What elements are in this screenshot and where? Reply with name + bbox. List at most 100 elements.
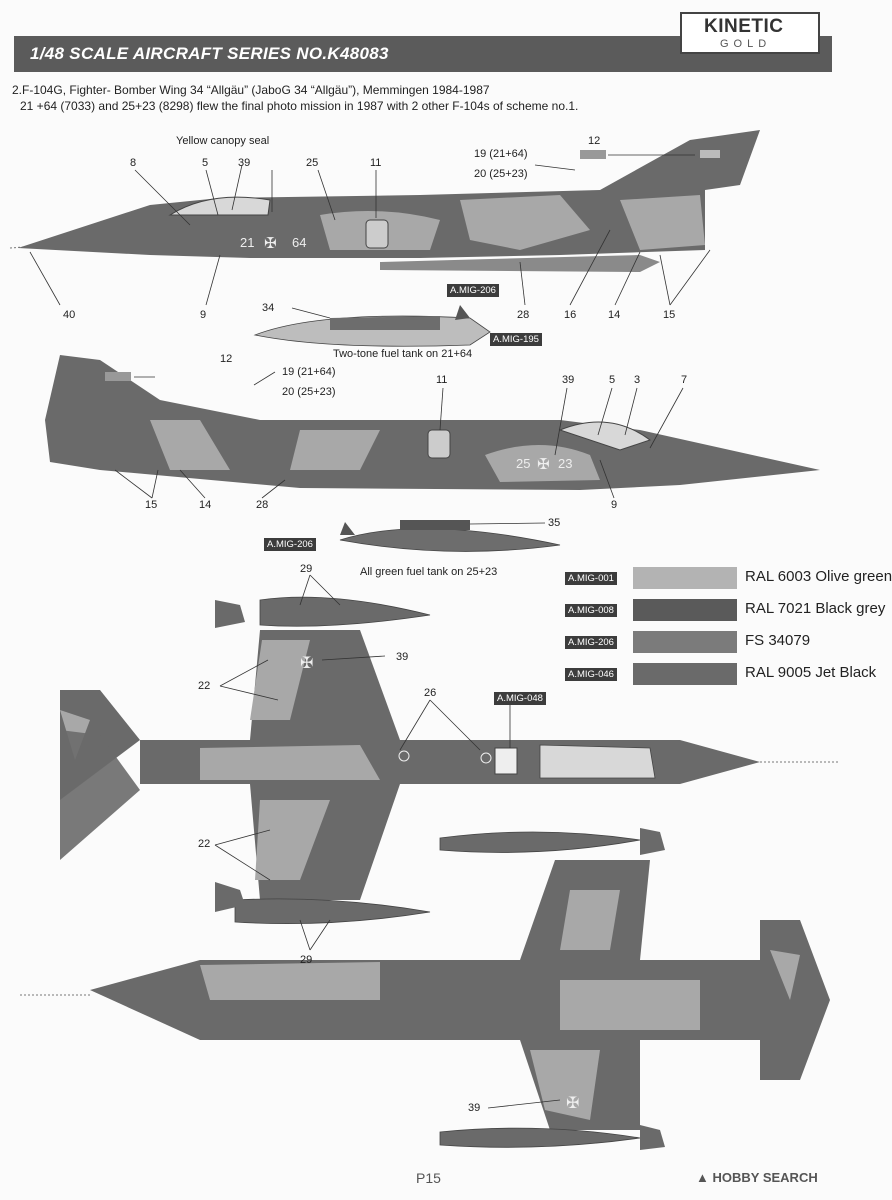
callout-29-lower: 29	[300, 954, 313, 966]
legend-code: A.MIG-206	[565, 636, 617, 649]
callout-14-middle: 14	[199, 499, 212, 511]
callout-8-top: 8	[130, 157, 137, 169]
description-line-2: 21 +64 (7033) and 25+23 (8298) flew the …	[20, 99, 579, 113]
callout-39-upper: 39	[396, 651, 409, 663]
intake-top	[365, 219, 389, 249]
mid-code-b: 23	[558, 456, 572, 471]
plan-view-upper: ✠	[60, 574, 840, 951]
callout-29-upper: 29	[300, 563, 313, 575]
description-line-1: 2.F-104G, Fighter- Bomber Wing 34 “Allgä…	[12, 83, 490, 97]
decal-12-patch-top	[580, 150, 606, 159]
mid-camo-light-2	[150, 420, 230, 470]
legend-name: RAL 7021 Black grey	[745, 600, 886, 617]
logo-sub-text: GOLD	[720, 38, 772, 50]
callout-26-upper: 26	[424, 687, 437, 699]
mid-camo-light-3	[290, 430, 380, 470]
fuel-tank-all-green	[339, 520, 561, 552]
tag-a-mig-195-tank-top: A.MIG-195	[490, 333, 542, 346]
caption-two-tone-tank: Two-tone fuel tank on 21+64	[333, 348, 473, 360]
callout-15-top: 15	[663, 309, 676, 321]
callout-5-middle: 5	[609, 374, 616, 386]
callout-11-top: 11	[370, 157, 382, 169]
callout-22-lower: 22	[198, 838, 211, 850]
iron-cross-upper: ✠	[300, 653, 313, 672]
side-fuselage-middle	[45, 355, 820, 490]
serial-19-top: 19 (21+64)	[474, 148, 528, 160]
iron-cross-lower: ✠	[566, 1093, 579, 1112]
page-number: P15	[416, 1170, 441, 1186]
side-view-left-facing: 21 64 ✠	[9, 130, 760, 306]
callout-16-top: 16	[564, 309, 577, 321]
tag-a-mig-048: A.MIG-048	[494, 692, 546, 705]
canopy-top	[168, 196, 271, 216]
lower-tailplane	[760, 920, 830, 1080]
aircraft-drawings: 21 64 ✠	[9, 130, 840, 1150]
legend-name: FS 34079	[745, 632, 811, 649]
callout-11-middle: 11	[436, 374, 448, 386]
tag-a-mig-206-tank-top: A.MIG-206	[447, 284, 499, 297]
legend-name: RAL 9005 Jet Black	[745, 664, 877, 681]
tail-stripe-top	[700, 150, 720, 158]
serial-20-middle: 20 (25+23)	[282, 386, 336, 398]
legend-swatch	[633, 631, 737, 653]
legend-swatch	[633, 663, 737, 685]
callout-22-upper: 22	[198, 680, 211, 692]
brand-text: HOBBY SEARCH	[712, 1170, 818, 1185]
decal-12-top: 12	[588, 135, 601, 147]
callout-3-middle: 3	[634, 374, 641, 386]
intake-middle	[427, 429, 451, 459]
callout-39-top: 39	[238, 157, 251, 169]
watermark-brand: ▲ HOBBY SEARCH	[696, 1170, 818, 1185]
legend-swatch	[633, 599, 737, 621]
brand-icon: ▲	[696, 1170, 709, 1185]
callout-28-top: 28	[517, 309, 530, 321]
canopy-middle	[558, 421, 652, 451]
logo-main-text: KINETIC	[704, 16, 784, 37]
lower-tip-tank-top	[439, 831, 641, 853]
callout-14-top: 14	[608, 309, 621, 321]
legend-row-jet-black: A.MIG-046 RAL 9005 Jet Black	[565, 663, 876, 685]
plan-view-lower: ✠	[20, 828, 830, 1150]
side-code-b: 64	[292, 235, 306, 250]
serial-20-top: 20 (25+23)	[474, 168, 528, 180]
legend-code: A.MIG-046	[565, 668, 617, 681]
mid-code-a: 25	[516, 456, 530, 471]
legend-name: RAL 6003 Olive green	[745, 568, 892, 585]
callout-40-top: 40	[63, 309, 76, 321]
upper-tip-tank-bottom	[234, 898, 431, 925]
page-title: 1/48 SCALE AIRCRAFT SERIES NO.K48083	[30, 44, 389, 63]
callout-25-top: 25	[306, 157, 319, 169]
decal-12-middle: 12	[220, 353, 233, 365]
legend-row-fs-34079: A.MIG-206 FS 34079	[565, 631, 855, 653]
legend-row-black-grey: A.MIG-008 RAL 7021 Black grey	[565, 599, 885, 621]
canopy-seal-note: Yellow canopy seal	[176, 135, 270, 147]
callout-35-tank: 35	[548, 517, 561, 529]
legend-code: A.MIG-001	[565, 572, 617, 585]
tag-a-mig-206-tank-middle: A.MIG-206	[264, 538, 316, 551]
iron-cross-side-middle: ✠	[537, 455, 550, 473]
callout-34-tank: 34	[262, 302, 275, 314]
side-camo-light-3	[620, 195, 705, 250]
brand-logo: KINETIC GOLD	[680, 12, 820, 54]
mid-camo-light-1	[485, 445, 600, 482]
upper-tip-tank-top	[259, 596, 431, 627]
fuel-tank-two-tone	[253, 305, 491, 347]
callout-9-top: 9	[200, 309, 207, 321]
callout-9-middle: 9	[611, 499, 618, 511]
iron-cross-side-top: ✠	[264, 234, 277, 252]
caption-all-green-tank: All green fuel tank on 25+23	[360, 566, 498, 578]
serial-19-middle: 19 (21+64)	[282, 366, 336, 378]
callout-15-middle: 15	[145, 499, 158, 511]
callout-5-top: 5	[202, 157, 209, 169]
decal-12-patch-middle	[105, 372, 131, 381]
callout-39-lower: 39	[468, 1102, 481, 1114]
callout-7-middle: 7	[681, 374, 688, 386]
panel-a-mig-048	[494, 747, 518, 775]
upper-canopy	[539, 744, 656, 779]
callout-39-middle: 39	[562, 374, 575, 386]
lower-tip-tank-bottom	[439, 1127, 641, 1148]
legend-swatch	[633, 567, 737, 589]
side-code-a: 21	[240, 235, 254, 250]
side-view-right-facing: 25 23 ✠	[45, 355, 820, 499]
legend-code: A.MIG-008	[565, 604, 617, 617]
